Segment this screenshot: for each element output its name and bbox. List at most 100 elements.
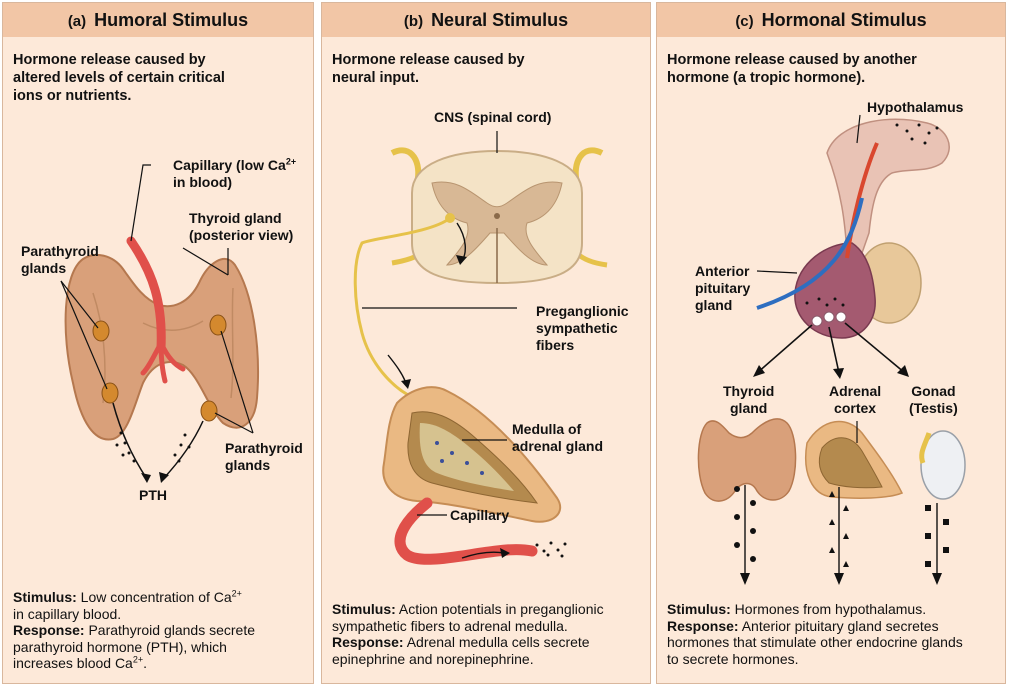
hypothalamus-shape [826,118,950,254]
panel-subtitle: Hormone release caused by altered levels… [13,51,225,105]
secretion-arrow [112,402,148,480]
superscript: 2+ [285,156,297,167]
stimulus-label: Stimulus: [13,589,77,605]
panel-letter: (c) [735,13,754,30]
label-pth: PTH [139,487,167,503]
label-text: glands [225,457,271,473]
label-hypothalamus: Hypothalamus [867,99,964,115]
label-cns: CNS (spinal cord) [434,109,552,125]
capillary-vessel [394,497,538,565]
secretion-arrow [162,420,204,480]
label-text: Medulla of [512,421,582,437]
leader-line [60,280,108,390]
panel-header: (b) Neural Stimulus [322,3,650,37]
label-text: Capillary (low Ca [173,157,286,173]
panel-neural: (b) Neural Stimulus Hormone release cause… [321,2,651,684]
humoral-illustration [60,164,260,483]
parathyroid-gland [209,314,227,336]
target-arrow [844,322,906,374]
parathyroid-gland [200,400,218,422]
label-text: adrenal gland [512,438,604,454]
label-thyroid-gland: Thyroid gland [723,383,774,417]
label-text: Thyroid gland [189,210,282,226]
label-capillary: Capillary [450,507,510,523]
leader-line [214,412,254,434]
panel-letter: (b) [403,13,424,30]
stimulus-label: Stimulus: [332,601,396,617]
hormone-dots [115,431,191,463]
stimulus-text: in capillary blood. [13,605,122,622]
subtitle-line: Hormone release caused by [13,52,206,68]
label-capillary: Capillary (low Ca2+ in blood) [173,157,296,191]
response-text: hormones that stimulate other endocrine … [667,634,963,650]
response-text: Anterior pituitary gland secretes [738,617,939,634]
response-text: epinephrine and norepinephrine. [332,650,534,667]
stimulus-response-text: Stimulus: Hormones from hypothalamus. Re… [667,601,963,667]
thyroid-target [697,418,797,502]
panel-subtitle: Hormone release caused by neural input. [332,51,525,87]
leader-line [756,270,798,274]
label-text: gland [730,400,768,416]
panel-header: (c) Hormonal Stimulus [657,3,1005,37]
subtitle-line: neural input. [332,70,419,86]
stimulus-text: sympathetic fibers to adrenal medulla. [332,617,568,634]
parathyroid-gland [101,382,119,404]
stimulus-label: Stimulus: [667,601,731,617]
leader-line [220,330,254,434]
panel-title: Neural Stimulus [431,10,569,30]
panel-humoral: (a) Humoral Stimulus Hormone release caus… [2,2,314,684]
label-text: Anterior [695,263,750,279]
response-text: parathyroid hormone (PTH), which [13,638,227,655]
hormone-squares [925,505,949,567]
label-text: (Testis) [909,400,958,416]
label-anterior-pituitary: Anterior pituitary gland [695,263,750,314]
hormone-dots [895,123,939,145]
hormone-triangles [829,491,849,567]
label-adrenal-cortex: Adrenal cortex [829,383,881,417]
leader-line [60,280,99,329]
neural-illustration [353,131,608,565]
panel-letter: (a) [67,13,87,30]
superscript: 2+ [231,588,242,599]
label-text: Parathyroid [21,243,99,259]
subtitle-line: hormone (a tropic hormone). [667,70,866,86]
response-text: increases blood Ca [13,655,133,671]
label-text: fibers [536,337,575,353]
subtitle-line: Hormone release caused by [332,52,525,68]
subtitle-line: ions or nutrients. [13,88,132,104]
subtitle-line: Hormone release caused by another [667,52,917,68]
label-parathyroid-left: Parathyroid glands [21,243,99,277]
response-label: Response: [667,617,739,634]
label-preganglionic: Preganglionic sympathetic fibers [536,303,629,354]
hormonal-illustration [697,114,966,585]
label-text: Thyroid [723,383,775,399]
label-parathyroid-right: Parathyroid glands [225,440,303,474]
anterior-pituitary-shape [794,242,876,339]
label-text: gland [695,297,733,313]
response-label: Response: [13,622,85,638]
label-text: in blood) [173,174,233,190]
response-label: Response: [332,634,404,650]
panel-title: Hormonal Stimulus [761,10,927,30]
hormone-dots [535,541,567,558]
leader-line [182,247,229,276]
capillary-vessel [126,236,166,353]
label-text: pituitary [695,280,751,296]
stimulus-text: Action potentials in preganglionic [395,601,604,617]
label-text: (posterior view) [189,227,294,243]
panel-title: Humoral Stimulus [94,10,249,30]
stimulus-text: Hormones from hypothalamus. [730,601,927,617]
response-text: to secrete hormones. [667,650,799,667]
preganglionic-fiber [353,216,451,400]
testis-target [920,430,966,500]
label-text: glands [21,260,67,276]
response-text: Parathyroid glands secrete [84,622,256,638]
target-arrow [756,324,813,374]
label-text: sympathetic [536,320,618,336]
panel-hormonal: (c) Hormonal Stimulus Hormone release cau… [656,2,1006,684]
leader-line [130,164,151,242]
response-text: Adrenal medulla cells secrete [403,634,590,650]
response-text: . [143,655,148,671]
panel-subtitle: Hormone release caused by another hormon… [667,51,917,87]
stimulus-response-text: Stimulus: Low concentration of Ca2+ in c… [13,589,255,672]
